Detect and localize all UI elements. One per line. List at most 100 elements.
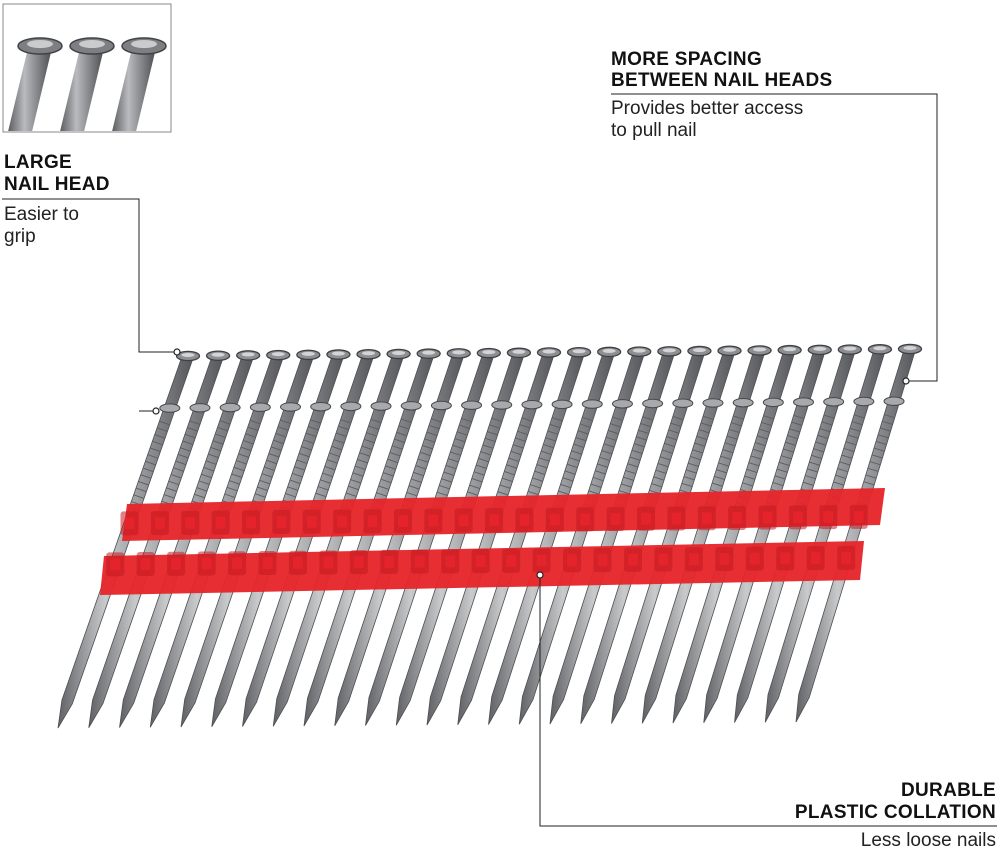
nail-ring [385, 465, 396, 470]
nail-ring [352, 472, 364, 477]
nail-ring [877, 434, 889, 439]
callout-description: grip [4, 226, 36, 247]
nail-ring [331, 445, 343, 451]
nail-ring [370, 418, 382, 424]
nail-ring [249, 419, 261, 425]
nail [57, 350, 201, 729]
nail-ring [835, 474, 847, 479]
nail-ring [294, 466, 306, 471]
nail-ring [296, 459, 308, 464]
nail-collar [249, 402, 271, 412]
nail-ring [268, 453, 280, 458]
nail-ring [140, 474, 152, 479]
nail [641, 345, 772, 724]
nail-ring [716, 469, 727, 474]
nail-ring [363, 438, 375, 444]
nail-ring [590, 483, 602, 488]
nail-collar [400, 401, 422, 411]
nail-ring [469, 484, 481, 490]
collation-rib-highlight [627, 553, 638, 566]
nail-ring [776, 468, 788, 473]
nail-ring [417, 458, 429, 463]
nail-ring [201, 473, 212, 479]
nail-collar [702, 398, 724, 408]
nail-ring [651, 483, 663, 488]
nail-ring [871, 454, 883, 459]
collation-rib-highlight [171, 557, 182, 570]
collation-rib-highlight [232, 557, 243, 570]
nail-head-highlight [692, 348, 706, 353]
nail-ring [205, 460, 217, 465]
nail-ring [476, 464, 487, 469]
nail-ring [292, 472, 303, 478]
nail-head-highlight [723, 347, 736, 352]
collation-rib-highlight [323, 556, 334, 569]
nail-ring [733, 415, 744, 420]
nail-ring [748, 462, 760, 467]
nail-ring [163, 494, 175, 499]
nail-ring [692, 449, 704, 454]
nail-ring [627, 463, 639, 468]
nail [734, 344, 862, 723]
nail-ring [226, 486, 238, 492]
nail-head-highlight [873, 346, 887, 351]
nail-ring [728, 428, 740, 434]
nail-ring [189, 420, 201, 425]
callout-title: BETWEEN NAIL HEADS [611, 70, 833, 91]
nail-ring [215, 433, 226, 439]
nail-ring [456, 431, 468, 436]
collation-rib-highlight [853, 510, 864, 523]
collation-rib-highlight [154, 517, 165, 530]
nail-head-highlight [422, 350, 436, 355]
nail-ring [813, 448, 825, 453]
nail-head-highlight [362, 351, 375, 356]
nail-ring [873, 447, 885, 452]
nail-head-highlight [331, 351, 345, 356]
nail-ring [847, 434, 859, 439]
nail-ring [142, 467, 154, 473]
nail-collar [853, 396, 875, 407]
nail-ring [700, 422, 712, 427]
nail-ring [722, 449, 734, 454]
nail-ring [683, 476, 695, 481]
nail [334, 348, 471, 726]
nail-ring [843, 447, 855, 453]
nail-ring [839, 461, 851, 466]
collation-rib-highlight [580, 513, 591, 526]
nail-head-highlight [843, 346, 857, 351]
nail-ring [317, 486, 329, 491]
nail-ring [672, 416, 684, 421]
nail-ring [177, 453, 189, 459]
nail-ring [730, 422, 742, 427]
nail-ring [275, 433, 287, 438]
nail-ring [208, 453, 219, 459]
nail-head-highlight [271, 352, 285, 357]
nail-ring [184, 433, 196, 439]
nail-ring [454, 438, 466, 443]
nail-ring [285, 493, 296, 498]
collation-rib-highlight [841, 551, 852, 564]
nail-collar [310, 401, 332, 412]
nail-ring [149, 447, 161, 452]
callout-description: to pull nail [611, 120, 697, 141]
nail-ring [422, 445, 433, 450]
collation-rib-highlight [110, 558, 121, 571]
nail-ring [326, 459, 338, 464]
nail-ring [653, 476, 665, 481]
nail-ring [631, 449, 643, 455]
nail-ring [685, 469, 697, 474]
nail-collar [521, 399, 543, 410]
nail-ring [657, 462, 669, 468]
nail-ring [849, 427, 861, 432]
nail-ring [577, 430, 589, 435]
nail-ring [387, 458, 399, 464]
nail-ring [545, 437, 557, 442]
nail-collar [189, 403, 211, 413]
nail-ring [884, 414, 895, 419]
nail-ring [869, 461, 881, 466]
nail-ring [280, 419, 291, 425]
nail-ring [305, 432, 317, 438]
nail-ring [744, 475, 756, 480]
nail-ring [594, 470, 606, 475]
